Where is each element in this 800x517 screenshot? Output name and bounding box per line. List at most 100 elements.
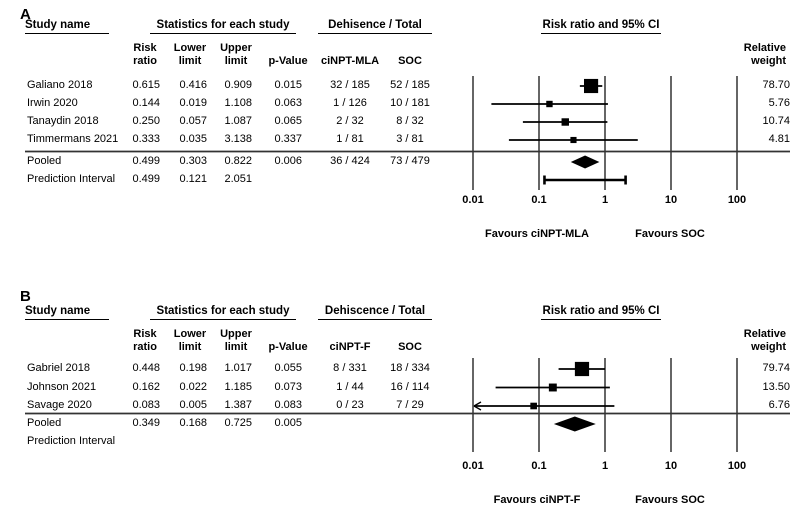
favours-left-label: Favours ciNPT-F: [493, 494, 581, 506]
axis-tick-label: 0.1: [531, 460, 547, 472]
pooled-diamond: [553, 416, 596, 432]
study-point-square: [530, 402, 537, 410]
column-header-relative-weight: Relative weight: [743, 42, 786, 67]
prediction-row-cell-name: Prediction Interval: [27, 173, 116, 185]
panel-a-label: A: [20, 6, 31, 23]
study-row-cell-p: 0.063: [274, 97, 302, 109]
study-row-cell-p: 0.337: [274, 133, 302, 145]
header-study-name: Study name: [25, 305, 109, 320]
study-point-square: [583, 78, 599, 94]
pooled-diamond: [570, 155, 600, 169]
study-point-square: [546, 100, 553, 108]
study-row-cell-name: Timmermans 2021: [27, 133, 119, 145]
study-row-cell-weight: 13.50: [762, 380, 790, 393]
study-row-cell-upper: 1.185: [224, 380, 252, 393]
axis-tick-label: 100: [727, 460, 747, 472]
study-row-cell-events-treatment: 8 / 331: [333, 362, 367, 374]
study-row-cell-p: 0.083: [274, 399, 302, 411]
study-row-cell-p: 0.073: [274, 380, 302, 393]
study-row-cell-upper: 1.108: [224, 97, 252, 109]
axis-tick-label: 0.01: [462, 194, 484, 206]
axis-tick-label: 0.01: [462, 460, 484, 472]
header-statistics: Statistics for each study: [150, 305, 296, 320]
study-row-cell-events-treatment: 1 / 44: [336, 380, 364, 393]
study-row-cell-rr: 0.448: [132, 362, 160, 374]
study-row-cell-lower: 0.035: [179, 133, 207, 145]
study-row-cell-events-soc: 16 / 114: [390, 380, 430, 393]
study-row-cell-rr: 0.083: [132, 399, 160, 411]
panel-a: A Study name Statistics for each study D…: [20, 6, 790, 240]
study-row-cell-upper: 1.387: [224, 399, 252, 411]
study-row-cell-weight: 78.70: [762, 79, 790, 91]
study-row-cell-events-soc: 8 / 32: [396, 115, 424, 127]
prediction-row-cell-rr: 0.499: [132, 173, 160, 185]
study-row-cell-events-soc: 3 / 81: [396, 133, 424, 145]
forest-plot-b: [25, 358, 790, 452]
axis-tick-label: 0.1: [531, 194, 547, 206]
axis-tick-label: 100: [727, 194, 747, 206]
column-header-risk-ratio: Risk ratio: [133, 42, 157, 67]
study-row-cell-lower: 0.005: [179, 399, 207, 411]
study-row-cell-weight: 5.76: [768, 97, 790, 109]
header-risk-ratio-ci: Risk ratio and 95% CI: [541, 305, 661, 320]
panel-b-label: B: [20, 288, 31, 305]
pooled-row-cell-events-treatment: 36 / 424: [330, 155, 370, 167]
header-risk-ratio-ci: Risk ratio and 95% CI: [541, 19, 661, 34]
column-header-lower-limit: Lower limit: [173, 328, 207, 353]
axis-tick-label: 10: [664, 460, 678, 472]
study-row-cell-events-soc: 52 / 185: [390, 79, 430, 91]
study-row-cell-events-treatment: 0 / 23: [336, 399, 364, 411]
pooled-row-cell-lower: 0.303: [179, 155, 207, 167]
forest-plot-a: [25, 76, 790, 190]
study-row-cell-upper: 1.087: [224, 115, 252, 127]
study-row-cell-lower: 0.057: [179, 115, 207, 127]
study-row-cell-name: Tanaydin 2018: [27, 115, 99, 127]
pooled-row-cell-upper: 0.822: [224, 155, 252, 167]
study-row-cell-rr: 0.615: [132, 79, 160, 91]
column-header-upper-limit: Upper limit: [220, 42, 252, 67]
column-header-upper-limit: Upper limit: [220, 328, 252, 353]
column-header-p-value: p-Value: [268, 55, 308, 67]
study-row-cell-lower: 0.416: [179, 79, 207, 91]
study-row-cell-p: 0.015: [274, 79, 302, 91]
pooled-row-cell-p: 0.006: [274, 155, 302, 167]
study-row-cell-weight: 10.74: [762, 115, 790, 127]
study-row-cell-events-soc: 10 / 181: [390, 97, 430, 109]
study-point-square: [561, 118, 569, 126]
study-row-cell-events-soc: 18 / 334: [390, 362, 430, 374]
prediction-row-cell-lower: 0.121: [179, 173, 207, 185]
study-row-cell-events-treatment: 1 / 81: [336, 133, 364, 145]
study-row-cell-name: Gabriel 2018: [27, 362, 90, 374]
study-row-cell-rr: 0.144: [132, 97, 160, 109]
favours-left-label: Favours ciNPT-MLA: [485, 228, 589, 240]
panel-b: B Study name Statistics for each study D…: [0, 284, 800, 517]
favours-right-label: Favours SOC: [635, 494, 705, 506]
pooled-row-cell-p: 0.005: [274, 417, 302, 429]
study-row-cell-rr: 0.250: [132, 115, 160, 127]
study-row-cell-upper: 1.017: [224, 362, 252, 374]
column-header-p-value: p-Value: [268, 341, 308, 353]
header-statistics: Statistics for each study: [150, 19, 296, 34]
study-point-square: [548, 383, 557, 392]
study-row-cell-lower: 0.019: [179, 97, 207, 109]
study-row-cell-upper: 3.138: [224, 133, 252, 145]
prediction-row-cell-name: Prediction Interval: [27, 435, 116, 447]
column-header-treatment-events: ciNPT-F: [329, 341, 371, 353]
column-header-lower-limit: Lower limit: [173, 42, 207, 67]
axis-tick-label: 1: [601, 460, 609, 472]
study-row-cell-lower: 0.022: [179, 380, 207, 393]
axis-tick-label: 10: [664, 194, 678, 206]
study-row-cell-name: Galiano 2018: [27, 79, 93, 91]
header-study-name: Study name: [25, 19, 109, 34]
study-row-cell-name: Johnson 2021: [27, 380, 97, 393]
study-row-cell-weight: 6.76: [768, 399, 790, 411]
prediction-row-cell-upper: 2.051: [224, 173, 252, 185]
favours-right-label: Favours SOC: [635, 228, 705, 240]
column-header-soc-events: SOC: [398, 341, 422, 353]
study-row-cell-events-treatment: 2 / 32: [336, 115, 364, 127]
pooled-row-cell-upper: 0.725: [224, 417, 252, 429]
study-row-cell-name: Irwin 2020: [27, 97, 78, 109]
axis-tick-label: 1: [601, 194, 609, 206]
study-row-cell-upper: 0.909: [224, 79, 252, 91]
